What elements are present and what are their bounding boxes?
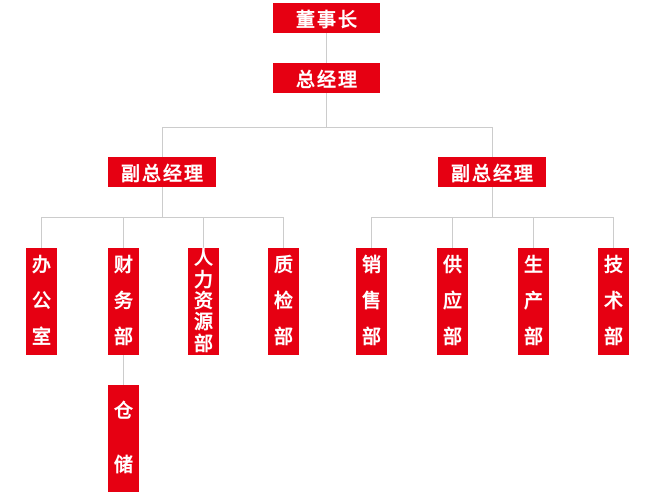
node-warehouse: 仓储 bbox=[108, 385, 139, 492]
node-label-char: 资 bbox=[193, 289, 213, 312]
node-label-char: 供 bbox=[442, 254, 462, 277]
node-human-resources: 人力资源部 bbox=[188, 248, 219, 355]
node-label-char: 应 bbox=[442, 289, 462, 312]
node-sales: 销售部 bbox=[356, 248, 387, 355]
node-label-char: 生 bbox=[523, 254, 543, 277]
node-label-char: 销 bbox=[361, 254, 381, 277]
node-label-char: 部 bbox=[523, 325, 543, 348]
node-label-char: 部 bbox=[273, 325, 293, 348]
node-label-char: 术 bbox=[603, 289, 623, 312]
node-label-char: 部 bbox=[193, 332, 213, 355]
node-supply: 供应部 bbox=[437, 248, 468, 355]
node-label-char: 部 bbox=[113, 325, 133, 348]
node-label-char: 仓 bbox=[113, 400, 133, 423]
node-label-char: 人 bbox=[193, 247, 213, 270]
node-label-char: 售 bbox=[361, 289, 381, 312]
node-general-manager: 总经理 bbox=[273, 63, 380, 93]
connector-line bbox=[162, 187, 163, 217]
node-label-char: 部 bbox=[442, 325, 462, 348]
node-label-char: 检 bbox=[273, 289, 293, 312]
node-label-char: 部 bbox=[603, 325, 623, 348]
connector-line bbox=[283, 217, 284, 248]
node-technology: 技术部 bbox=[598, 248, 629, 355]
node-production: 生产部 bbox=[518, 248, 549, 355]
connector-line bbox=[162, 127, 493, 128]
node-label-char: 储 bbox=[113, 453, 133, 476]
node-deputy-gm-right: 副总经理 bbox=[438, 157, 546, 187]
connector-line bbox=[492, 187, 493, 217]
node-finance: 财务部 bbox=[108, 248, 139, 355]
connector-line bbox=[452, 217, 453, 248]
node-deputy-gm-left: 副总经理 bbox=[108, 157, 216, 187]
node-label-char: 部 bbox=[361, 325, 381, 348]
node-label-char: 源 bbox=[193, 311, 213, 334]
node-label-char: 产 bbox=[523, 289, 543, 312]
node-label-char: 办 bbox=[31, 254, 51, 277]
connector-line bbox=[533, 217, 534, 248]
connector-line bbox=[371, 217, 614, 218]
node-label-char: 室 bbox=[31, 325, 51, 348]
connector-line bbox=[41, 217, 284, 218]
node-label-char: 质 bbox=[273, 254, 293, 277]
node-label-char: 务 bbox=[113, 289, 133, 312]
connector-line bbox=[123, 355, 124, 385]
connector-line bbox=[326, 33, 327, 63]
connector-line bbox=[613, 217, 614, 248]
node-quality-inspection: 质检部 bbox=[268, 248, 299, 355]
node-chairman: 董事长 bbox=[273, 3, 380, 33]
node-office: 办公室 bbox=[26, 248, 57, 355]
connector-line bbox=[41, 217, 42, 248]
connector-line bbox=[203, 217, 204, 248]
node-label-char: 财 bbox=[113, 254, 133, 277]
node-label-char: 公 bbox=[31, 289, 51, 312]
connector-line bbox=[123, 217, 124, 248]
connector-line bbox=[326, 93, 327, 127]
connector-line bbox=[162, 127, 163, 157]
connector-line bbox=[492, 127, 493, 157]
connector-line bbox=[371, 217, 372, 248]
node-label-char: 力 bbox=[193, 268, 213, 291]
node-label-char: 技 bbox=[603, 254, 623, 277]
